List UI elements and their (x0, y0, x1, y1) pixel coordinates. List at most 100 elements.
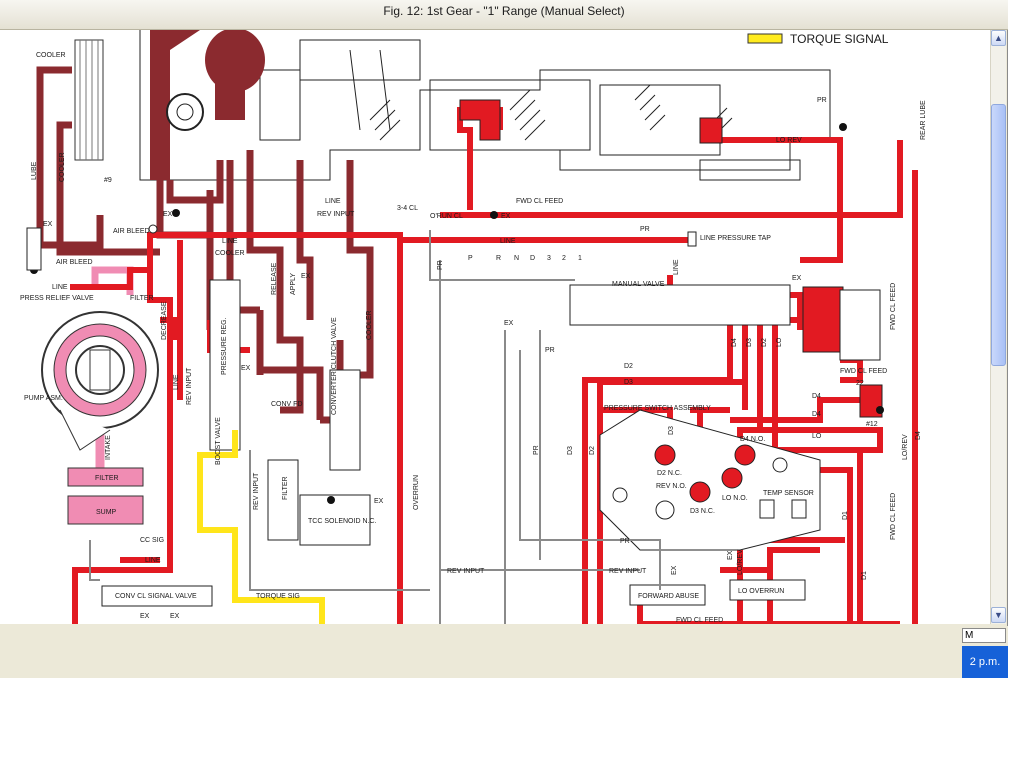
label-rev-input-3: REV INPUT (253, 472, 260, 510)
scroll-thumb[interactable] (991, 104, 1006, 366)
label-gear-r: R (496, 255, 501, 262)
label-gear-1: 1 (578, 255, 582, 262)
label-d3-nc: D3 N.C. (690, 508, 715, 515)
label-ex-2: EX (43, 221, 53, 228)
scroll-down-button[interactable]: ▼ (991, 607, 1006, 623)
vertical-scrollbar[interactable]: ▲ ▼ (990, 30, 1006, 624)
label-pump-asm: PUMP ASM. (24, 395, 63, 402)
label-sump: SUMP (96, 509, 117, 516)
label-ex-5: EX (374, 498, 384, 505)
label-lo: LO (776, 337, 783, 347)
label-pr-top: PR (817, 97, 827, 104)
label-ex-1: EX (163, 211, 173, 218)
viewer-window: Fig. 12: 1st Gear - "1" Range (Manual Se… (0, 0, 1008, 678)
label-d1-2: D1 (861, 571, 868, 580)
zoom-field[interactable]: M (962, 628, 1006, 643)
legend: TORQUE SIGNAL (747, 32, 889, 46)
label-gear-2: 2 (562, 255, 566, 262)
label-ex-7: EX (170, 613, 180, 620)
label-air-bleed-2: AIR BLEED (56, 259, 93, 266)
pressure-switch-plate (599, 409, 821, 551)
label-line-1: LINE (325, 198, 341, 205)
label-rev-no: REV N.O. (656, 483, 687, 490)
label-air-bleed-1: AIR BLEED (113, 228, 150, 235)
label-ex-9: EX (792, 275, 802, 282)
label-conv-fd: CONV FD (271, 401, 303, 408)
window-title: Fig. 12: 1st Gear - "1" Range (Manual Se… (383, 4, 625, 18)
label-fwd-cl-feed-5: FWD CL FEED (676, 617, 723, 624)
label-ex-12: EX (727, 550, 734, 560)
label-ex-4: EX (241, 365, 251, 372)
label-d4-nc: D4 N.O. (740, 436, 765, 443)
label-d2: D2 (761, 338, 768, 347)
label-ex-3: EX (301, 273, 311, 280)
label-3-4-cl: 3-4 CL (397, 205, 418, 212)
label-d4-1: D4 (812, 393, 821, 400)
label-rev-input-4: REV INPUT (447, 568, 485, 575)
label-tcc-solenoid: TCC SOLENOID N.C. (308, 518, 377, 525)
label-lo-1: LO (812, 433, 822, 440)
sump-box (67, 495, 144, 525)
label-d2-3: D2 (589, 446, 596, 455)
label-pr-4: PR (533, 445, 540, 455)
label-temp-sensor: TEMP SENSOR (763, 490, 814, 497)
cooler-radiator (74, 39, 104, 161)
label-cooler-2: COOLER (59, 152, 66, 182)
taskbar-clock: 2 p.m. (962, 646, 1008, 678)
label-cc-sig: CC SIG (140, 537, 164, 544)
label-pressure-reg: PRESSURE REG. (221, 317, 228, 375)
label-pressure-switch: PRESSURE SWITCH ASSEMBLY (604, 405, 711, 412)
label-ex-10: EX (504, 320, 514, 327)
label-rev-input-2: REV INPUT (186, 367, 193, 405)
label-line-4: LINE (173, 374, 180, 390)
label-d3-1: D3 (624, 379, 633, 386)
label-lo-rev-2: LO/REV (737, 549, 744, 575)
label-fwd-cl-feed-1: FWD CL FEED (516, 198, 563, 205)
label-forward-abuse: FORWARD ABUSE (638, 593, 699, 600)
label-d4-2: D4 (812, 411, 821, 418)
label-ex-11: EX (671, 565, 678, 575)
label-d4-3: D4 (915, 431, 922, 440)
label-lo-rev-top: LO REV (776, 137, 802, 144)
label-cooler-3: COOLER (215, 250, 245, 257)
label-line-6: LINE (500, 238, 516, 245)
label-line-3: LINE (52, 284, 68, 291)
label-num-22: 22 (856, 380, 864, 387)
label-intake: INTAKE (105, 435, 112, 460)
line-pressure-blocks (459, 99, 883, 418)
label-orun-cl: O'RUN CL (430, 213, 463, 220)
diagram-viewport[interactable]: COOLER LUBE COOLER REAR LUBE PR LO REV #… (0, 30, 990, 624)
label-fwd-cl-feed-4: FWD CL FEED (890, 493, 897, 540)
label-d2-1: D2 (624, 363, 633, 370)
label-pr-3: PR (545, 347, 555, 354)
converter-housing (150, 30, 265, 180)
label-rear-lube: REAR LUBE (920, 100, 927, 140)
label-lo-rev-1: LO/REV (902, 434, 909, 460)
label-gear-d: D (530, 255, 535, 262)
label-line-7: LINE (673, 259, 680, 275)
label-num-9: #9 (104, 177, 112, 184)
label-decrease: DECREASE (161, 301, 168, 340)
label-converter-clutch: CONVERTER CLUTCH VALVE (331, 317, 338, 415)
label-d3-3: D3 (567, 446, 574, 455)
label-lo-no: LO N.O. (722, 495, 748, 502)
label-d4: D4 (731, 338, 738, 347)
label-fwd-cl-feed-2: FWD CL FEED (890, 283, 897, 330)
hydraulic-diagram: COOLER LUBE COOLER REAR LUBE PR LO REV #… (20, 30, 927, 624)
label-line-pressure-tap: LINE PRESSURE TAP (700, 235, 771, 242)
scroll-up-button[interactable]: ▲ (991, 30, 1006, 46)
label-line-2: LINE (222, 238, 238, 245)
diagram-labels: COOLER LUBE COOLER REAR LUBE PR LO REV #… (20, 52, 927, 624)
label-fwd-cl-feed-3: FWD CL FEED (840, 368, 887, 375)
label-pr-5: PR (620, 538, 630, 545)
torque-signal-circuit (197, 430, 325, 624)
label-conv-cl-signal: CONV CL SIGNAL VALVE (115, 593, 197, 600)
label-press-relief: PRESS RELIEF VALVE (20, 295, 94, 302)
legend-swatch (747, 33, 783, 44)
label-filter-3: FILTER (282, 476, 289, 500)
label-cooler-4: COOLER (366, 310, 373, 340)
label-filter-2: FILTER (95, 475, 119, 482)
label-torque-sig: TORQUE SIG (256, 593, 300, 600)
label-lo-overrun: LO OVERRUN (738, 588, 784, 595)
legend-label: TORQUE SIGNAL (790, 32, 889, 46)
